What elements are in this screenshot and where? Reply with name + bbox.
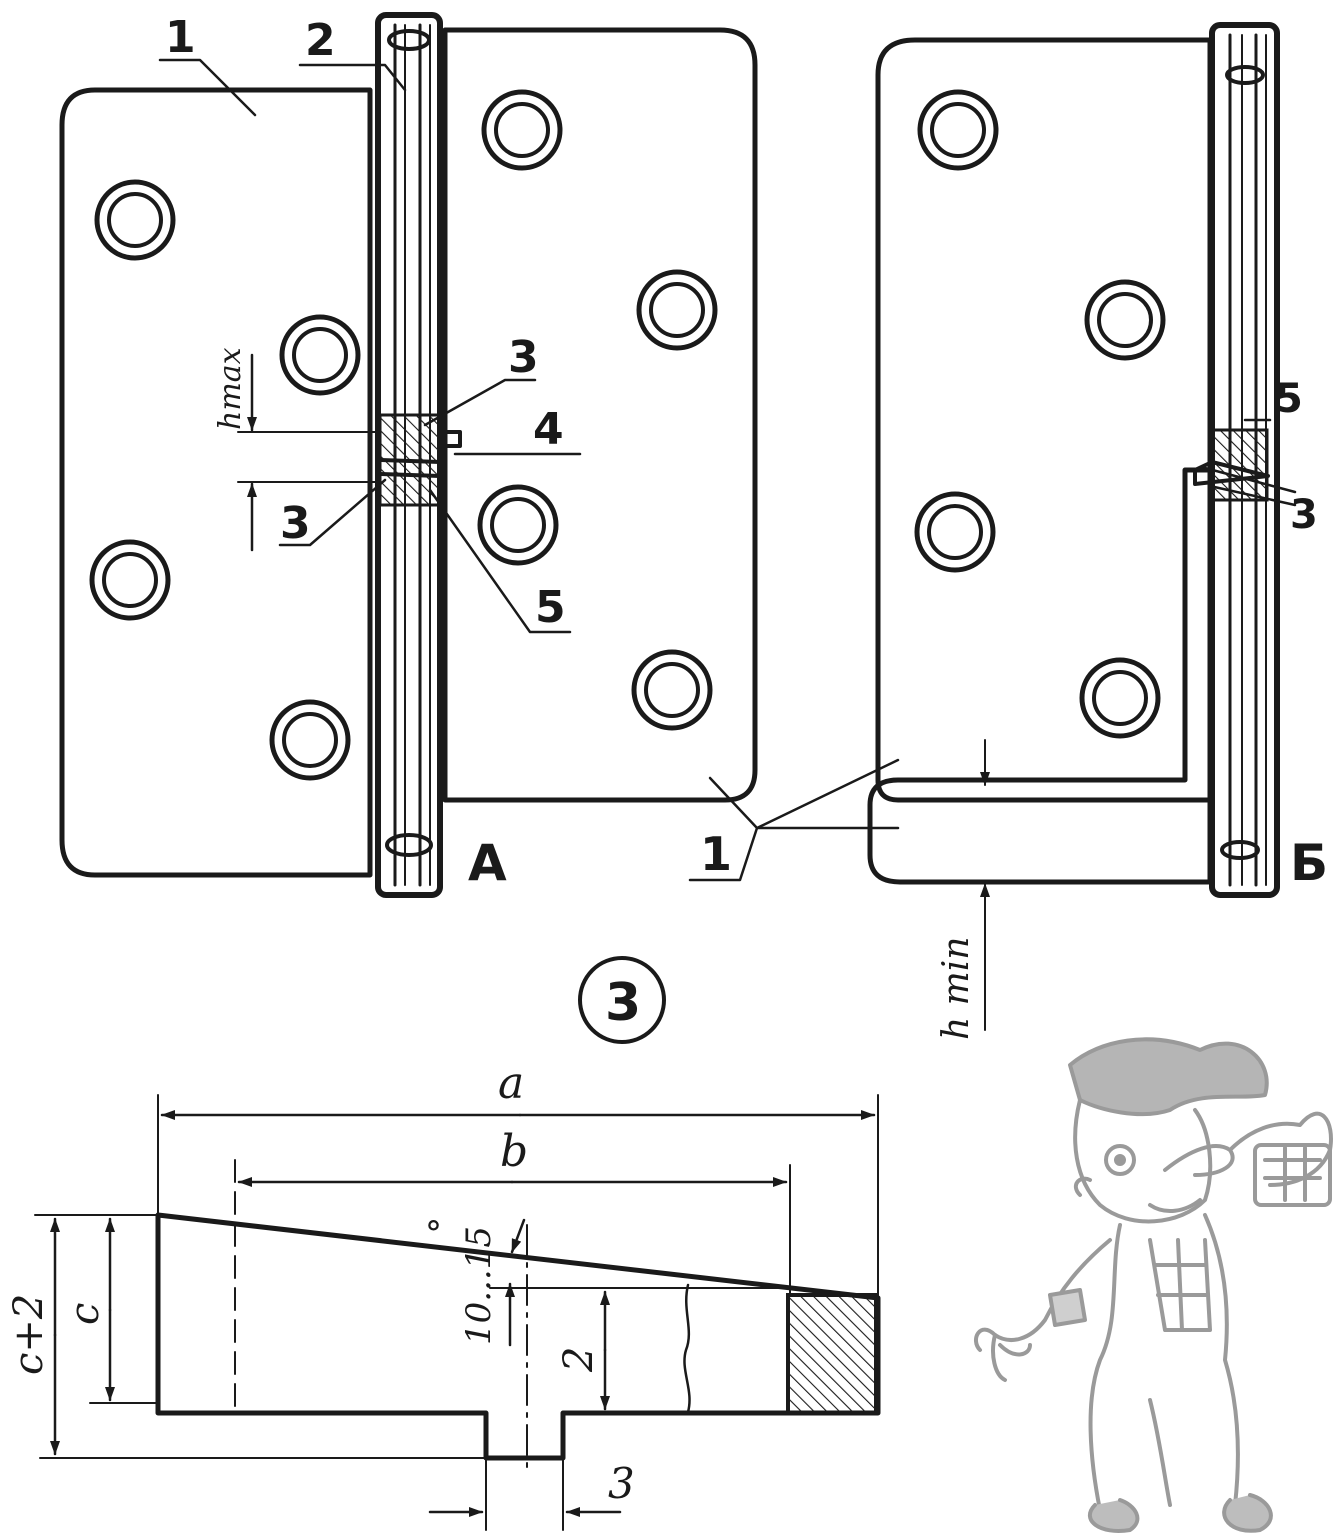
view-a-screw-holes-left [89, 179, 361, 781]
view-b-callout-5-label: 5 [1275, 376, 1303, 422]
callout-3-upper-label: 3 [508, 332, 539, 383]
callout-1-label: 1 [165, 12, 196, 63]
callout-5-label: 5 [535, 582, 566, 633]
cartoon-character-illustration [974, 1037, 1333, 1533]
hmin-label: h min [936, 937, 977, 1040]
view-a-left-leaf [59, 87, 373, 878]
view-a-label: А [468, 834, 507, 892]
callout-1-bottom-label: 1 [700, 827, 732, 881]
view-a-right-leaf [442, 27, 758, 803]
view-b-label: Б [1290, 834, 1328, 892]
angle-degree-mark: ° [425, 1214, 442, 1254]
washer-pin-section [786, 1293, 878, 1415]
dim-3-label: 3 [608, 1459, 635, 1508]
view-b-screw-holes [914, 89, 1166, 739]
view-a-screw-holes-right [477, 89, 718, 731]
dim-2-label: 2 [556, 1347, 602, 1373]
view-b-hinge: 5 3 1 h min Б [688, 22, 1328, 1040]
washer-profile-outline [155, 1212, 881, 1461]
callout-4-label: 4 [533, 404, 564, 455]
angle-label: 10...15 [459, 1226, 499, 1345]
hmax-label: hmax [213, 347, 248, 430]
dim-a-label: a [498, 1058, 524, 1109]
view-b-callout-3-label: 3 [1290, 492, 1318, 538]
view-b-upper-leaf [875, 37, 1213, 803]
dim-c-label: c [62, 1303, 108, 1325]
washer-profile-detail: a b c c+2 2 10...15 ° 3 [6, 1058, 881, 1531]
dim-b-label: b [500, 1126, 528, 1177]
callout-3-lower-label: 3 [280, 498, 311, 549]
callout-2-label: 2 [305, 15, 336, 66]
view-a-hinge: 1 2 3 4 3 5 hmax А [59, 12, 758, 898]
view-b-lower-leaf [867, 467, 1213, 885]
dim-c-plus-2-label: c+2 [6, 1294, 52, 1375]
figure-number: 3 [605, 973, 641, 1033]
figure-number-badge: 3 [578, 956, 666, 1044]
